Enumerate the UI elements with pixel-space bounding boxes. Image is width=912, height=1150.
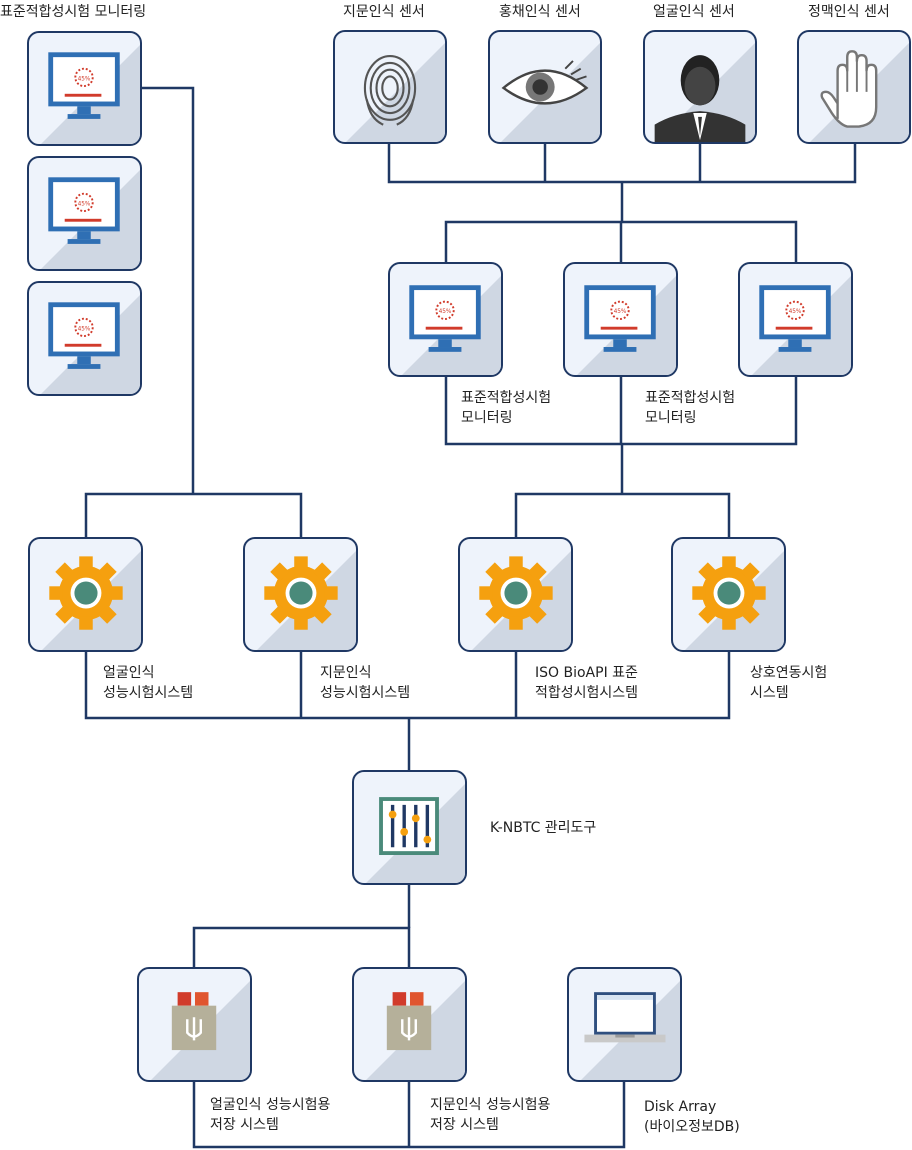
left-monitor-node-3[interactable]: 45% — [27, 281, 142, 396]
left-monitor-title: 표준적합성시험 모니터링 — [0, 4, 147, 20]
label-line: 얼굴인식 — [103, 665, 155, 681]
label-line: 성능시험시스템 — [103, 685, 194, 701]
label-line: Disk Array — [644, 1099, 717, 1115]
monitor-icon: 45% — [48, 52, 120, 119]
system-label-fingerprint: 지문인식 성능시험시스템 — [320, 663, 410, 703]
storage-label-fingerprint: 지문인식 성능시험용 저장 시스템 — [430, 1095, 550, 1135]
system-node-face[interactable] — [28, 537, 143, 652]
monitor-badge: 45% — [439, 309, 452, 315]
system-node-bioapi[interactable] — [458, 537, 573, 652]
system-node-interop[interactable] — [671, 537, 786, 652]
monitor-icon: 45% — [409, 285, 481, 352]
label-line: 표준적합성시험 — [461, 390, 552, 406]
system-node-fingerprint[interactable] — [243, 537, 358, 652]
label-line: 상호연동시험 — [750, 665, 828, 681]
hand-icon — [820, 50, 878, 128]
gear-icon — [49, 556, 123, 630]
sensor-node-fingerprint[interactable] — [333, 30, 447, 144]
monitor-badge: 45% — [78, 76, 91, 82]
monitor-badge: 45% — [78, 201, 91, 207]
label-line: (바이오정보DB) — [644, 1119, 740, 1135]
monitor-badge: 45% — [614, 309, 627, 315]
storage-node-face[interactable] — [137, 967, 252, 1082]
sensor-title-vein: 정맥인식 센서 — [808, 4, 890, 20]
sensor-node-vein[interactable] — [797, 30, 911, 144]
manager-node[interactable] — [352, 770, 467, 885]
monitor-icon: 45% — [584, 285, 656, 352]
storage-label-disk-array: Disk Array (바이오정보DB) — [644, 1097, 740, 1137]
left-monitor-node-2[interactable]: 45% — [27, 156, 142, 271]
label-line: 성능시험시스템 — [320, 685, 411, 701]
monitor-icon: 45% — [759, 285, 831, 352]
gear-icon — [692, 556, 766, 630]
storage-node-fingerprint[interactable] — [352, 967, 467, 1082]
label-line: 모니터링 — [461, 410, 513, 426]
monitor-icon: 45% — [48, 302, 120, 369]
storage-bag-icon — [171, 992, 217, 1051]
label-line: 얼굴인식 성능시험용 — [210, 1097, 331, 1113]
label-line: 지문인식 — [320, 665, 372, 681]
gear-icon — [479, 556, 553, 630]
system-label-interop: 상호연동시험 시스템 — [750, 663, 827, 703]
monitor-icon: 45% — [48, 177, 120, 244]
mid-monitor-label-1: 표준적합성시험 모니터링 — [461, 388, 551, 428]
mid-monitor-node-3[interactable]: 45% — [738, 262, 853, 377]
mid-monitor-node-1[interactable]: 45% — [388, 262, 503, 377]
sensor-title-iris: 홍채인식 센서 — [499, 4, 581, 20]
label-line: 적합성시험시스템 — [535, 685, 639, 701]
label-line: 저장 시스템 — [430, 1117, 499, 1133]
monitor-badge: 45% — [78, 326, 91, 332]
label-line: 시스템 — [750, 685, 789, 701]
label-line: ISO BioAPI 표준 — [535, 665, 638, 681]
mid-monitor-node-2[interactable]: 45% — [563, 262, 678, 377]
fingerprint-icon — [363, 55, 417, 126]
storage-node-disk-array[interactable] — [567, 967, 682, 1082]
gear-icon — [264, 556, 338, 630]
monitor-badge: 45% — [789, 309, 802, 315]
sensor-title-fingerprint: 지문인식 센서 — [343, 4, 425, 20]
sensor-node-face[interactable] — [643, 30, 757, 144]
sensor-node-iris[interactable] — [488, 30, 602, 144]
sensor-title-face: 얼굴인식 센서 — [653, 4, 735, 20]
label-line: 모니터링 — [645, 410, 697, 426]
storage-label-face: 얼굴인식 성능시험용 저장 시스템 — [210, 1095, 330, 1135]
system-label-face: 얼굴인식 성능시험시스템 — [103, 663, 193, 703]
label-line: 지문인식 성능시험용 — [430, 1097, 551, 1113]
sliders-icon — [379, 797, 439, 856]
manager-label: K-NBTC 관리도구 — [490, 820, 597, 836]
system-label-bioapi: ISO BioAPI 표준 적합성시험시스템 — [535, 663, 638, 703]
face-icon — [654, 55, 746, 142]
eye-icon — [501, 60, 589, 105]
mid-monitor-label-2: 표준적합성시험 모니터링 — [645, 388, 735, 428]
storage-bag-icon — [386, 992, 432, 1051]
label-line: 표준적합성시험 — [645, 390, 736, 406]
left-monitor-node-1[interactable]: 45% — [27, 31, 142, 146]
label-line: 저장 시스템 — [210, 1117, 279, 1133]
laptop-icon — [584, 992, 666, 1043]
